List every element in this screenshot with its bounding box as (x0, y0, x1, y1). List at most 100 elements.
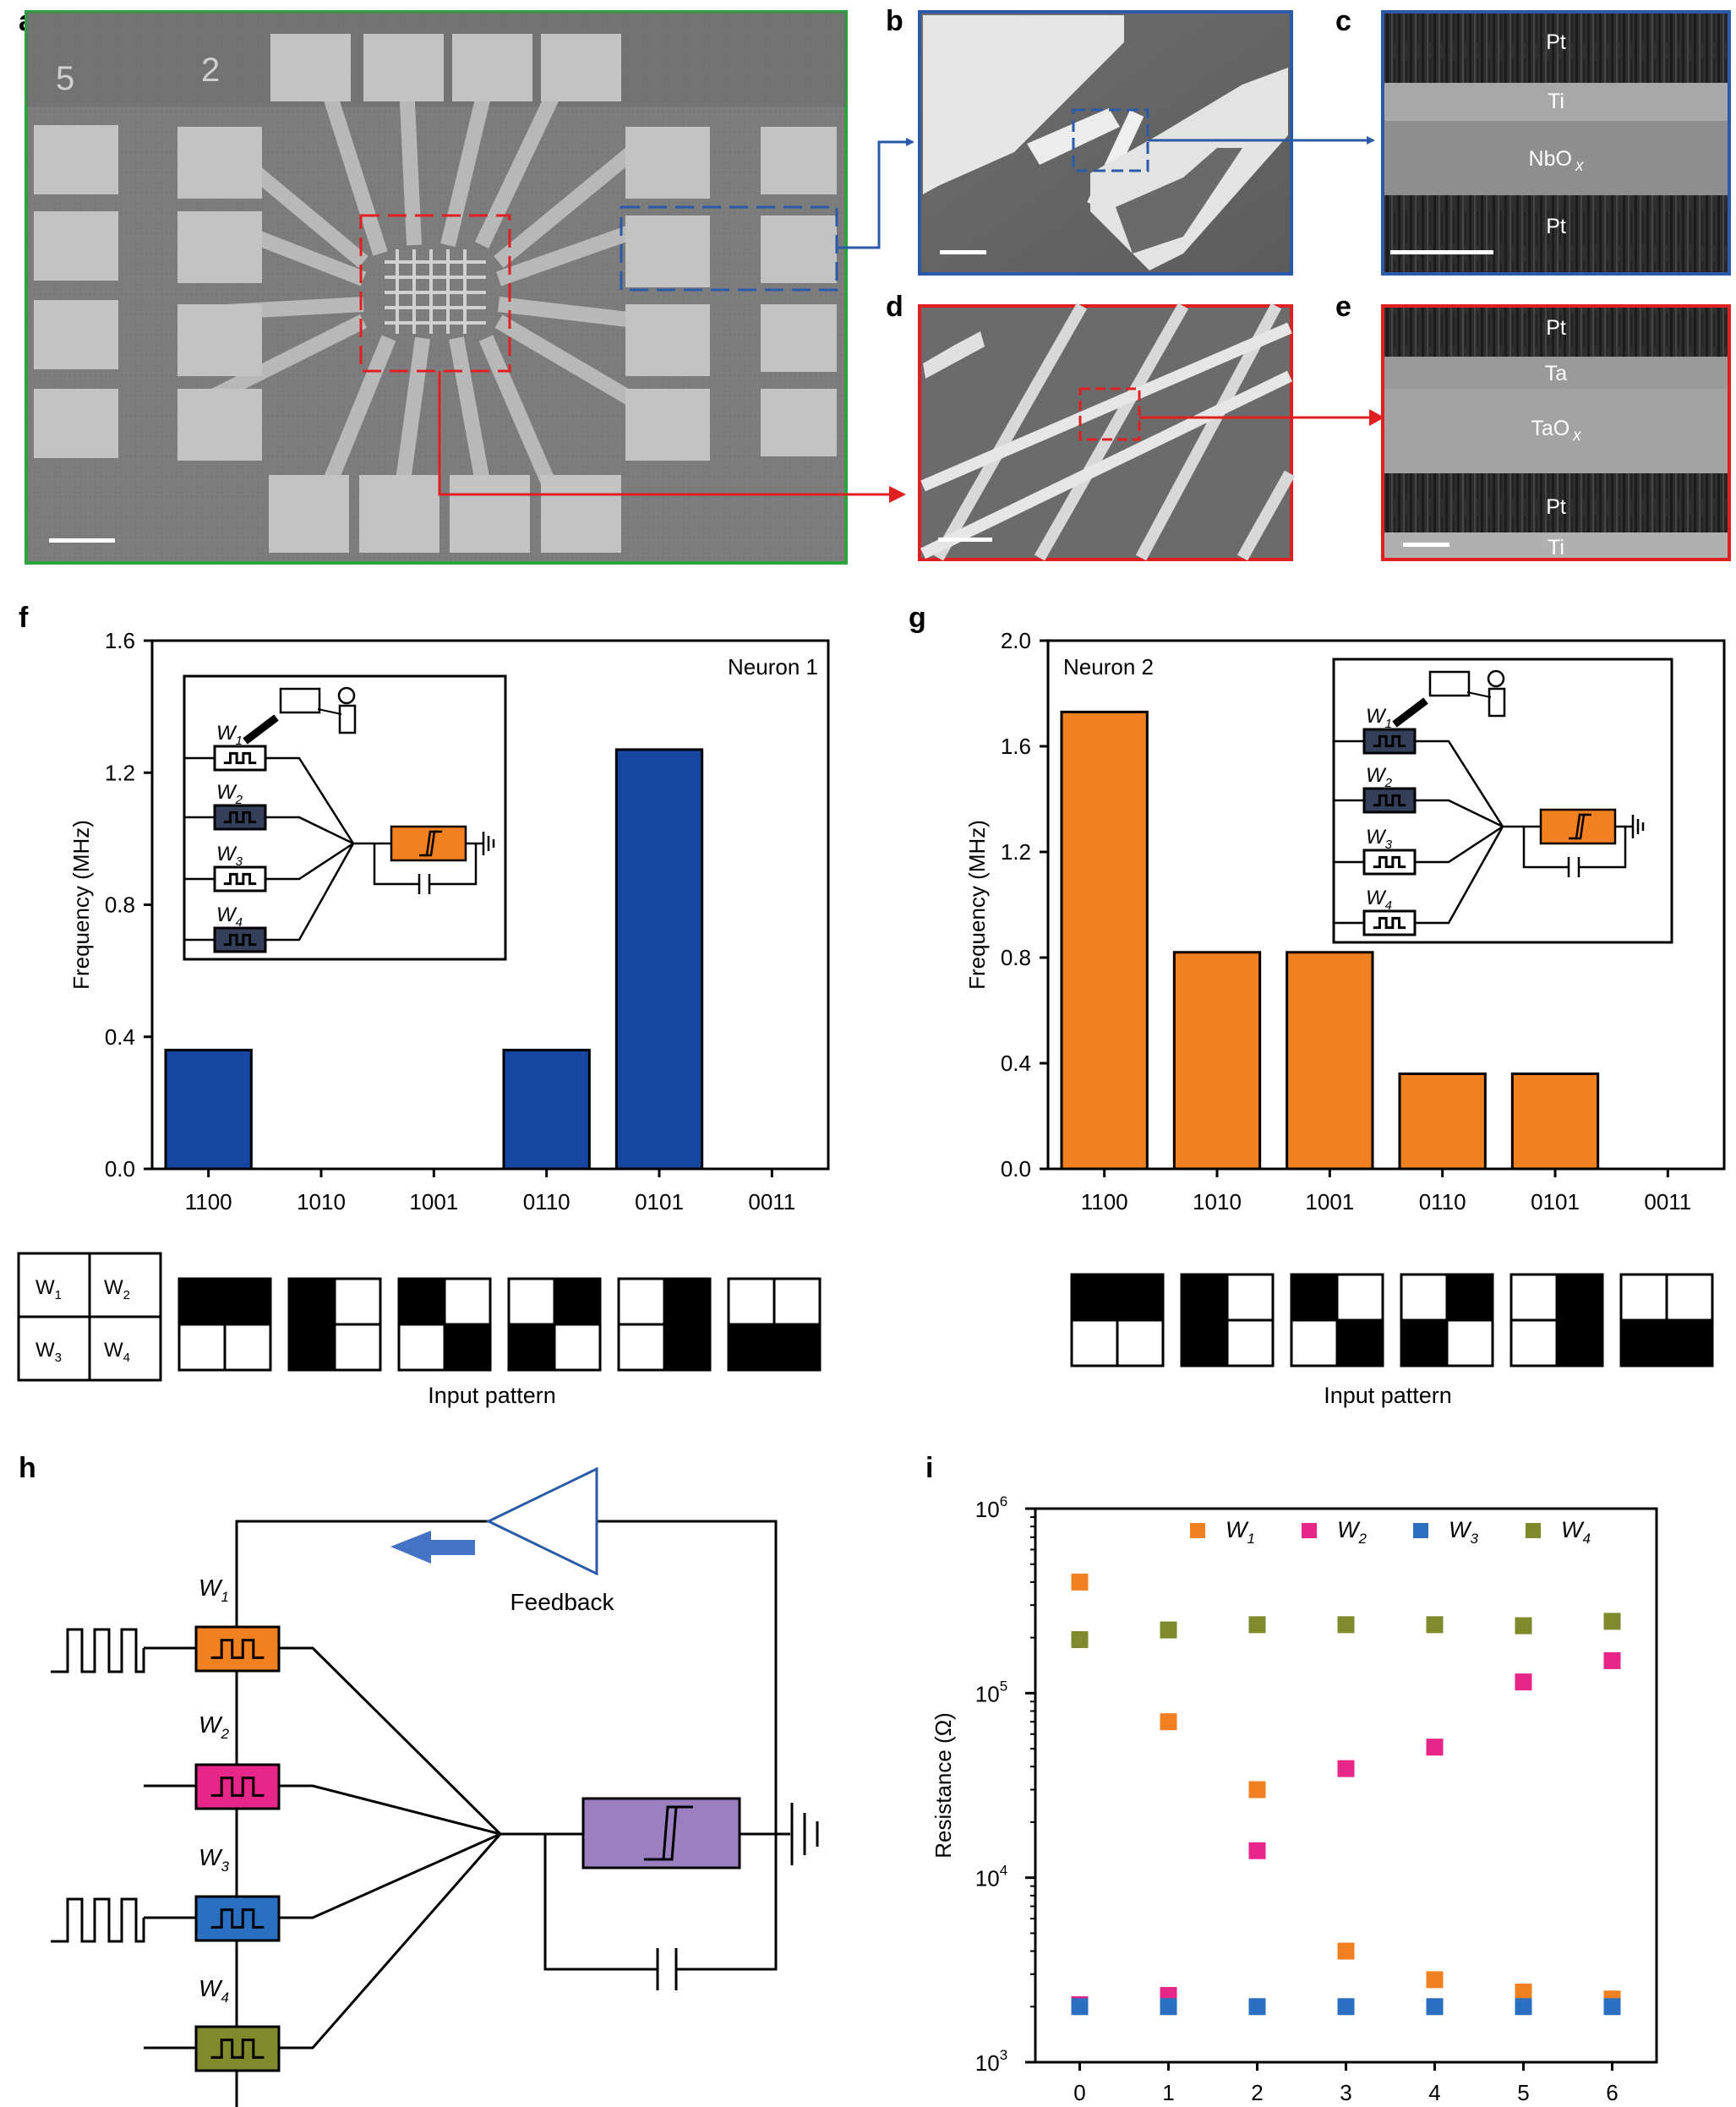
y-tick-label: 0.8 (1001, 945, 1031, 970)
y-axis-label: Frequency (MHz) (68, 820, 94, 990)
die-label-2: 2 (201, 52, 220, 89)
point-w3-epoch-4 (1426, 1998, 1444, 2016)
y-tick-label: 1.2 (1001, 839, 1031, 865)
panel-letter-h: h (19, 1452, 36, 1484)
bar-0110 (502, 1048, 591, 1171)
bar-1010 (1172, 951, 1262, 1171)
input-pattern-1100 (1070, 1273, 1165, 1367)
y-tick-label: 0.0 (105, 1156, 135, 1182)
grid-w4: W4 (104, 1339, 130, 1365)
point-w2-epoch-3 (1337, 1760, 1355, 1777)
scatter-resistance-epoch: 1031041051060123456EpochResistance (Ω)W1… (931, 1493, 1658, 2105)
sem-scalebar (49, 538, 115, 543)
feedback-arrow (390, 1531, 475, 1564)
bar-0101 (1510, 1073, 1600, 1171)
input-pattern-1010 (1180, 1273, 1275, 1367)
x-tick-label: 0101 (635, 1189, 684, 1215)
inset-memristor-w2 (213, 804, 267, 831)
point-w1-epoch-2 (1248, 1781, 1266, 1799)
panel-letter-i: i (925, 1452, 933, 1484)
y-tick-label: 105 (975, 1678, 1007, 1706)
connector-d-e-head (1369, 409, 1384, 426)
input-pattern-1001 (397, 1277, 492, 1372)
connector-a-d (438, 371, 898, 496)
input-patterns-f (177, 1277, 822, 1372)
point-w2-epoch-4 (1426, 1739, 1444, 1756)
connector-a-b (837, 138, 914, 249)
input-pattern-1001 (1290, 1273, 1384, 1367)
y-tick-label: 0.4 (105, 1024, 135, 1050)
y-tick-label: 0.0 (1001, 1156, 1031, 1182)
panel-letter-b: b (886, 5, 903, 37)
memristors-h (194, 1625, 281, 2072)
x-tick-label: 0110 (523, 1189, 570, 1215)
point-w1-epoch-0 (1071, 1573, 1089, 1591)
xlabel-f: Input pattern (428, 1383, 556, 1408)
x-tick-label: 0011 (1644, 1189, 1691, 1215)
x-tick-label: 4 (1428, 2080, 1440, 2105)
point-w2-epoch-2 (1248, 1842, 1266, 1859)
x-tick-label: 3 (1340, 2080, 1351, 2105)
x-tick-label: 0011 (748, 1189, 795, 1215)
tem-c-layer-ti: Ti (1548, 90, 1564, 113)
y-tick-label: 2.0 (1001, 628, 1031, 653)
h-label-w4: W4 (199, 1975, 229, 2006)
inset-memristor-w4 (1362, 909, 1417, 936)
point-w2-epoch-5 (1515, 1673, 1532, 1691)
plot-frame (1046, 639, 1726, 1171)
input-pattern-1100 (177, 1277, 272, 1372)
point-w4-epoch-4 (1426, 1616, 1444, 1634)
legend-entry-w4: W4 (1526, 1517, 1591, 1547)
svg-text:W4: W4 (1561, 1517, 1591, 1547)
point-w3-epoch-1 (1160, 1998, 1177, 2016)
feedback-label: Feedback (510, 1589, 615, 1615)
programmer-icon (1392, 669, 1506, 728)
point-w4-epoch-3 (1337, 1616, 1355, 1634)
sem-crossbar (385, 249, 486, 334)
svg-text:W2: W2 (1337, 1517, 1367, 1547)
bar-1100 (164, 1048, 253, 1171)
memristor-w3 (194, 1895, 281, 1942)
input-pattern-1010 (287, 1277, 382, 1372)
inset-memristor-w1 (1362, 728, 1417, 755)
neuron-annotation: Neuron 1 (728, 654, 818, 680)
point-w1-epoch-5 (1515, 1983, 1532, 2001)
x-tick-label: 6 (1606, 2080, 1618, 2105)
y-tick-label: 0.4 (1001, 1051, 1031, 1076)
inset-label-w3: W3 (216, 843, 243, 869)
input-pattern-0101 (1509, 1273, 1604, 1367)
tem-e-layer-ti: Ti (1548, 536, 1564, 560)
point-w4-epoch-5 (1515, 1617, 1532, 1635)
threshold-neuron (581, 1797, 741, 1870)
x-tick-label: 5 (1517, 2080, 1529, 2105)
tem-e-layer-ta: Ta (1545, 362, 1568, 385)
feedback-amplifier (485, 1466, 598, 1576)
point-w3-epoch-0 (1071, 1998, 1089, 2016)
inset-memristor-w2 (1362, 787, 1417, 814)
input-pattern-0110 (1400, 1273, 1494, 1367)
x-tick-label: 1 (1162, 2080, 1174, 2105)
point-w1-epoch-4 (1426, 1971, 1444, 1989)
point-w2-epoch-6 (1603, 1651, 1621, 1669)
bar-0110 (1398, 1073, 1487, 1171)
point-w1-epoch-3 (1337, 1942, 1355, 1960)
tem-e-layer-pt-top: Pt (1546, 316, 1566, 340)
tem-c-layer-pt-top: Pt (1546, 30, 1566, 54)
tem-c-layer-pt-bottom: Pt (1546, 215, 1566, 238)
inset-memristor-w3 (213, 865, 267, 892)
h-label-w3: W3 (199, 1844, 229, 1875)
die-label-5: 5 (56, 60, 74, 97)
point-w4-epoch-6 (1603, 1613, 1621, 1630)
sem-overview: 5 2 (25, 10, 848, 565)
x-tick-label: 2 (1251, 2080, 1263, 2105)
panel-letter-f: f (19, 602, 29, 634)
x-tick-label: 1001 (409, 1189, 458, 1215)
point-w1-epoch-1 (1160, 1713, 1177, 1731)
